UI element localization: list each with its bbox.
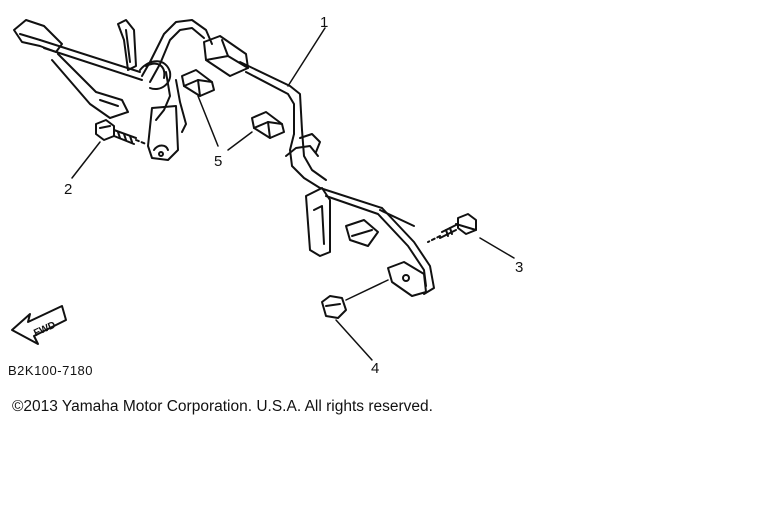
bolt-right [427, 213, 515, 259]
callout-1: 1 [320, 14, 328, 31]
callout-5: 5 [214, 153, 222, 170]
forward-arrow-icon [11, 305, 67, 345]
rubber-dampers [181, 69, 285, 151]
callout-2: 2 [64, 181, 72, 198]
callout-4: 4 [371, 360, 379, 377]
nut [321, 279, 389, 361]
forward-arrow-label: FWD [32, 320, 57, 339]
diagram-part-code: B2K100-7180 [8, 363, 94, 378]
copyright-notice: ©2013 Yamaha Motor Corporation. U.S.A. A… [12, 398, 433, 415]
bolt-left [71, 119, 147, 179]
callout-3: 3 [515, 259, 523, 276]
exploded-parts-diagram: FWD 1 2 3 4 5 [11, 14, 523, 377]
main-bracket-frame [13, 19, 435, 297]
